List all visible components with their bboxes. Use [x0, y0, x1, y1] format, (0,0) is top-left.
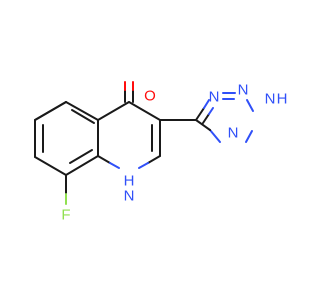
bond-tz-c-n1-inner-colored [208, 107, 214, 115]
bonds [34, 81, 254, 205]
bond-b4-b5 [34, 156, 67, 176]
tetrazole-n4-label: N [228, 125, 239, 142]
bond-tz-c-n1 [195, 107, 205, 121]
bond-b1-b2 [65, 101, 99, 121]
tetrazole-n2-label: N [238, 82, 249, 99]
bond-b6-b1 [34, 101, 67, 121]
bond-tz-c-n1-colored [203, 99, 210, 109]
bond-tz-n4-c-colored [195, 119, 211, 131]
bond-r4-n [147, 155, 161, 164]
bond-r4-n-colored [138, 162, 149, 169]
bond-r1-r2 [97, 101, 130, 121]
bond-n-r5 [97, 155, 111, 164]
tetrazole-h-label: H [277, 91, 288, 108]
bond-r2-r3 [128, 101, 161, 121]
bond-tz-n2-n3 [246, 99, 254, 112]
fluorine-atom-label: F [61, 207, 70, 224]
bond-tz-c-n1-inner [202, 113, 210, 124]
tetrazole-n1-label: N [209, 89, 220, 106]
bond-b1-b2-inner [71, 109, 95, 124]
atom-labels: O N N N H N F H N [61, 82, 287, 224]
ring-h-label: H [124, 173, 135, 190]
background [0, 0, 300, 300]
bond-b3-b4-inner [69, 149, 93, 164]
molecule-structure-diagram: O N N N H N F H N [0, 0, 300, 300]
tetrazole-nh-label: N [265, 91, 276, 108]
bond-tz-n4-c [209, 129, 221, 143]
bond-tz-n3-n4 [245, 130, 253, 143]
oxygen-atom-label: O [144, 88, 156, 105]
bond-n-r5-colored [109, 162, 120, 169]
bond-b3-b4 [65, 155, 99, 176]
ring-n-label: N [124, 188, 135, 205]
